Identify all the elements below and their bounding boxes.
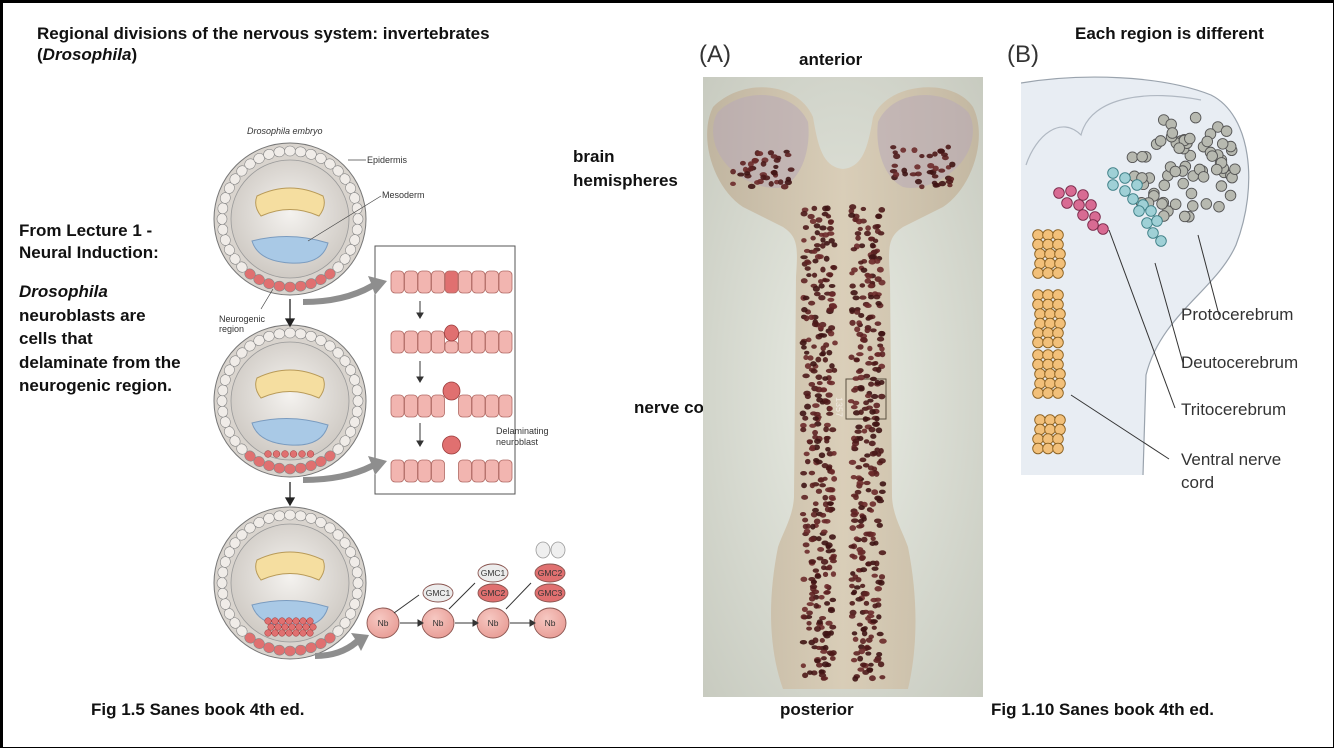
svg-text:GMC1: GMC1 xyxy=(426,588,451,598)
body-line3: delaminate from the xyxy=(19,352,181,372)
brain-hemispheres-label: brain hemispheres xyxy=(573,145,678,193)
title-paren-close: ) xyxy=(131,45,138,64)
svg-text:GMC2: GMC2 xyxy=(481,588,506,598)
lineage-cell: Nb xyxy=(533,607,567,639)
lecture-line2: Neural Induction: xyxy=(19,243,159,262)
svg-text:Nb: Nb xyxy=(378,618,389,628)
svg-text:GMC1: GMC1 xyxy=(481,568,506,578)
svg-text:GMC2: GMC2 xyxy=(538,568,563,578)
protocerebrum-label: Protocerebrum xyxy=(1181,305,1294,324)
posterior-label: posterior xyxy=(780,700,854,719)
slide-title-line1: Regional divisions of the nervous system… xyxy=(37,24,490,43)
slide: Regional divisions of the nervous system… xyxy=(3,3,1333,747)
title-paren-open: ( xyxy=(37,45,43,64)
lineage-cell: Nb xyxy=(421,607,455,639)
lineage-cell: Nb xyxy=(476,607,510,639)
body-line1: neuroblasts are xyxy=(19,305,146,325)
lineage-cell: Nb xyxy=(366,607,400,639)
mesoderm-label: Mesoderm xyxy=(382,190,425,200)
svg-text:Nb: Nb xyxy=(545,618,556,628)
lecture-note: From Lecture 1 - Neural Induction: xyxy=(19,220,159,264)
vnc-label: Ventral nerve cord xyxy=(1181,448,1281,494)
embryo xyxy=(213,324,367,478)
fig110-caption: Fig 1.10 Sanes book 4th ed. xyxy=(991,700,1214,719)
epithelium-row xyxy=(390,324,513,354)
neuroblast-description: Drosophila neuroblasts are cells that de… xyxy=(19,280,181,398)
micrograph-stamp: 1357 xyxy=(834,397,844,417)
neurogenic-label: Neurogenic region xyxy=(219,314,265,334)
stain-dots xyxy=(730,144,956,682)
epithelium-row xyxy=(390,381,513,418)
svg-text:Nb: Nb xyxy=(433,618,444,628)
brain-label-1: brain xyxy=(573,147,615,166)
tritocerebrum-label: Tritocerebrum xyxy=(1181,400,1287,419)
nerve-cord-label: nerve cord xyxy=(634,398,721,417)
delaminating-label: Delaminating neuroblast xyxy=(496,426,549,448)
anterior-label: anterior xyxy=(799,50,863,69)
drosophila-italic: Drosophila xyxy=(19,282,108,301)
epidermis-label: Epidermis xyxy=(367,155,408,165)
brain-cells xyxy=(1032,111,1241,455)
top-right-heading: Each region is different xyxy=(1075,24,1264,43)
embryo-series xyxy=(213,142,496,660)
neurogenic-label-2: region xyxy=(219,324,245,334)
delaminating-label-2: neuroblast xyxy=(496,437,539,447)
body-line2: cells that xyxy=(19,329,93,348)
epithelium-rows xyxy=(390,270,513,483)
svg-text:Nb: Nb xyxy=(488,618,499,628)
cns-micrograph: 1357 xyxy=(703,77,983,697)
embryo-header: Drosophila embryo xyxy=(247,126,323,136)
epithelium-row xyxy=(390,435,513,483)
body-line4: neurogenic region. xyxy=(19,376,173,395)
fig15-caption: Fig 1.5 Sanes book 4th ed. xyxy=(91,700,305,719)
title-italic: Drosophila xyxy=(42,45,132,64)
panel-a-label: (A) xyxy=(699,41,731,68)
slide-title-line2: (Drosophila) xyxy=(37,44,490,65)
gray-arrows xyxy=(303,276,387,659)
leader-lines xyxy=(1070,229,1220,460)
lineage-cell: GMC2 xyxy=(477,583,509,603)
vnc-label-1: Ventral nerve xyxy=(1181,450,1282,469)
lineage-cell: GMC2 xyxy=(534,563,566,583)
lineage-cell: GMC1 xyxy=(477,563,509,583)
embryo xyxy=(213,506,367,660)
lineage-cell: GMC3 xyxy=(534,583,566,603)
slide-title: Regional divisions of the nervous system… xyxy=(37,23,490,65)
neurogenic-label-1: Neurogenic xyxy=(219,314,266,324)
panel-b-label: (B) xyxy=(1007,41,1039,68)
lineage-cell: GMC1 xyxy=(422,583,454,603)
epithelium-row xyxy=(390,270,513,294)
brain-schematic xyxy=(1021,75,1261,475)
vnc-label-2: cord xyxy=(1181,473,1215,492)
lecture-line1: From Lecture 1 - xyxy=(19,221,153,240)
embryo xyxy=(213,142,367,296)
brain-label-2: hemispheres xyxy=(573,171,678,190)
svg-text:GMC3: GMC3 xyxy=(538,588,563,598)
delaminating-label-1: Delaminating xyxy=(496,426,549,436)
deutocerebrum-label: Deutocerebrum xyxy=(1181,353,1299,372)
cns-tissue xyxy=(707,87,979,689)
